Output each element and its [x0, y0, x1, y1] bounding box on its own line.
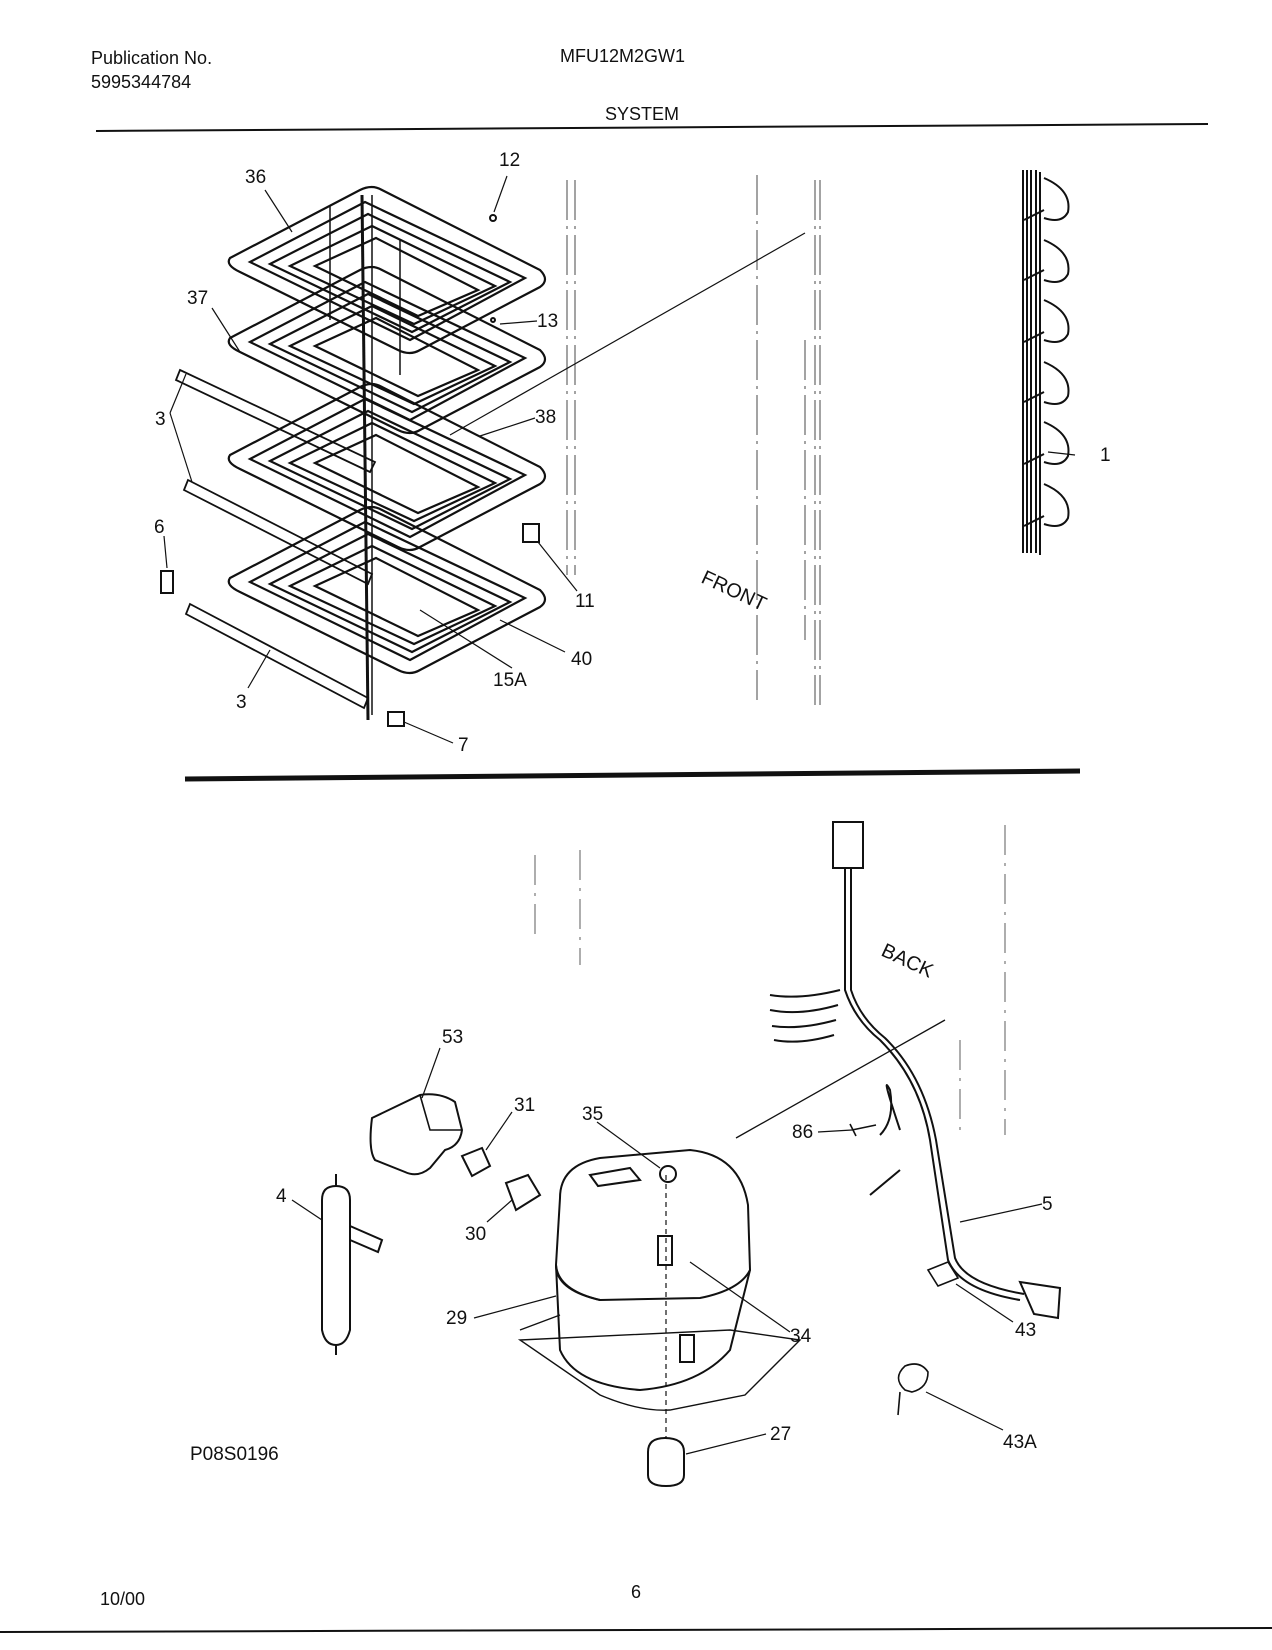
callout-30: 30 [465, 1224, 486, 1245]
part-31-overload [460, 1146, 492, 1178]
condenser-coil-1 [1022, 170, 1070, 555]
part-12-screw [489, 214, 497, 222]
callout-3-lower: 3 [236, 692, 247, 713]
header-rule [95, 123, 1209, 132]
callout-53: 53 [442, 1027, 463, 1048]
compressor-assembly [291, 821, 1062, 1488]
part-30-relay [504, 1173, 542, 1212]
part-4-drier [321, 1174, 384, 1355]
callout-37: 37 [187, 288, 208, 309]
compressor-29 [517, 1148, 802, 1411]
callout-86: 86 [792, 1122, 813, 1143]
callout-1: 1 [1100, 445, 1111, 466]
part-11-clip [522, 523, 540, 543]
wiring-harness-5 [769, 821, 1062, 1320]
callout-40: 40 [571, 649, 592, 670]
footer-date: 10/00 [100, 1589, 146, 1609]
callout-11: 11 [575, 591, 595, 612]
callout-36: 36 [245, 167, 266, 188]
callout-6: 6 [154, 517, 165, 538]
publication-number: 5995344784 [91, 72, 192, 92]
page-number: 6 [631, 1582, 642, 1602]
callout-7: 7 [458, 735, 469, 756]
callout-38: 38 [535, 407, 556, 428]
callout-3-upper: 3 [155, 409, 166, 430]
section-divider [184, 768, 1081, 782]
evaporator-shelf-40 [227, 505, 547, 675]
callout-15a: 15A [493, 670, 527, 691]
part-6-clip [160, 570, 174, 594]
figure-code: P08S0196 [190, 1444, 279, 1465]
callout-27: 27 [770, 1424, 791, 1445]
callout-35: 35 [582, 1104, 603, 1125]
callout-43: 43 [1015, 1320, 1036, 1341]
callout-29: 29 [446, 1308, 467, 1329]
part-53-relay-cover [369, 1093, 464, 1176]
section-title: SYSTEM [605, 104, 680, 124]
callout-13: 13 [537, 311, 558, 332]
back-direction-label: BACK [878, 940, 937, 983]
model-number: MFU12M2GW1 [560, 46, 686, 66]
evaporator-shelf-assembly [160, 170, 1076, 744]
part-43a-clamp [897, 1363, 929, 1416]
upper-callouts: 36 12 37 13 3 38 1 6 11 40 15A 3 7 FRONT [154, 150, 1111, 756]
callout-4: 4 [276, 1186, 287, 1207]
footer-rule [0, 1627, 1272, 1633]
shelf-retainer-3 [174, 368, 377, 710]
callout-5: 5 [1042, 1194, 1053, 1215]
part-27-grommet [647, 1436, 685, 1488]
part-13-screw [490, 317, 496, 323]
publication-label: Publication No. [91, 48, 213, 68]
part-7-clip [387, 711, 405, 727]
callout-31: 31 [514, 1095, 535, 1116]
front-direction-label: FRONT [698, 567, 770, 616]
callout-12: 12 [499, 150, 520, 171]
callout-34: 34 [790, 1326, 812, 1347]
part-86-screw [849, 1123, 877, 1137]
callout-43a: 43A [1003, 1432, 1037, 1453]
part-43-clip [926, 1261, 960, 1287]
